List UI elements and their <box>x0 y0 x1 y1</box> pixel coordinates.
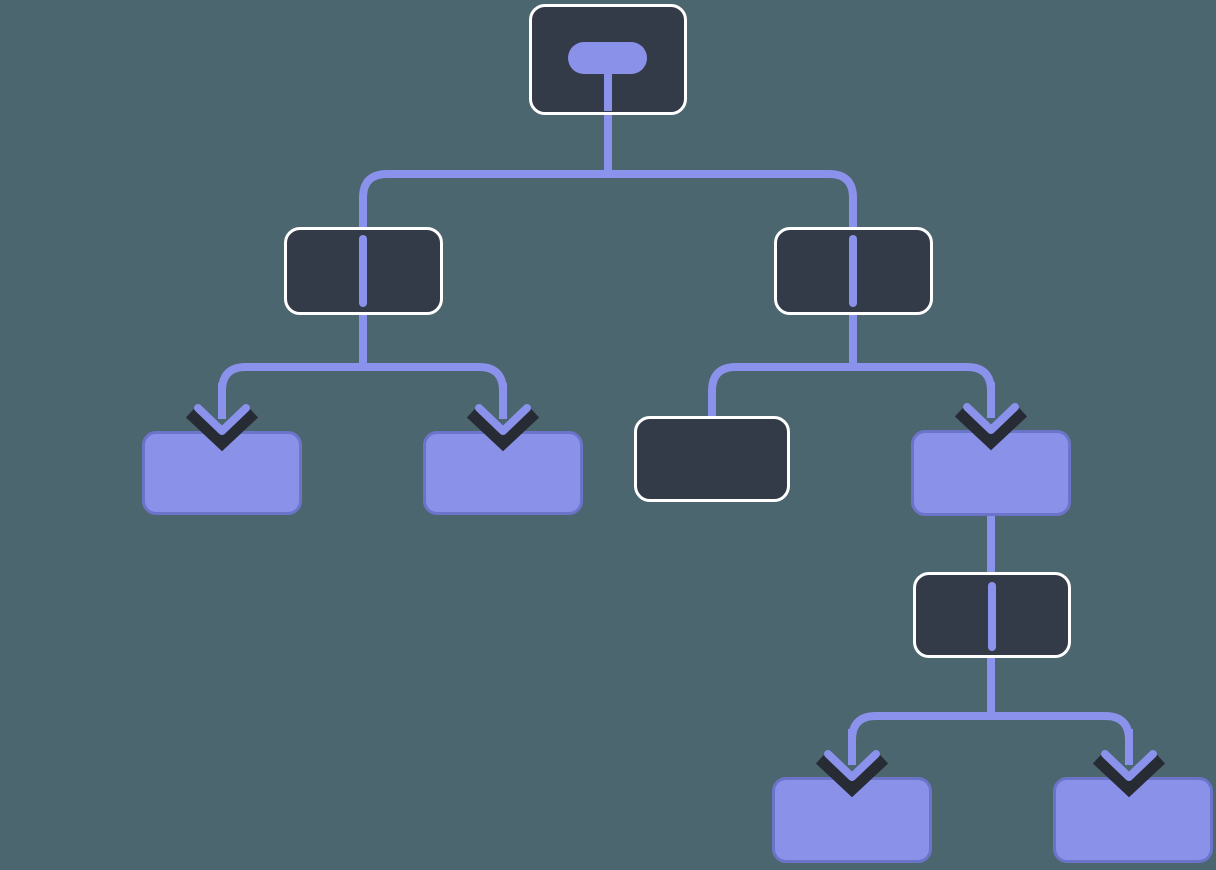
edge-bracket-right-subtree <box>708 363 995 420</box>
arrow-down-icon <box>954 382 1028 451</box>
edge-bracket-level-1 <box>359 170 857 231</box>
arrow-down-icon <box>466 383 540 452</box>
arrow-down-icon <box>815 729 889 798</box>
arrow-down-icon <box>185 383 259 452</box>
edge-bracket-left-subtree <box>218 363 507 416</box>
subnode-dark-right[interactable] <box>634 416 790 502</box>
arrow-down-icon <box>1092 729 1166 798</box>
pill-icon <box>568 42 647 74</box>
